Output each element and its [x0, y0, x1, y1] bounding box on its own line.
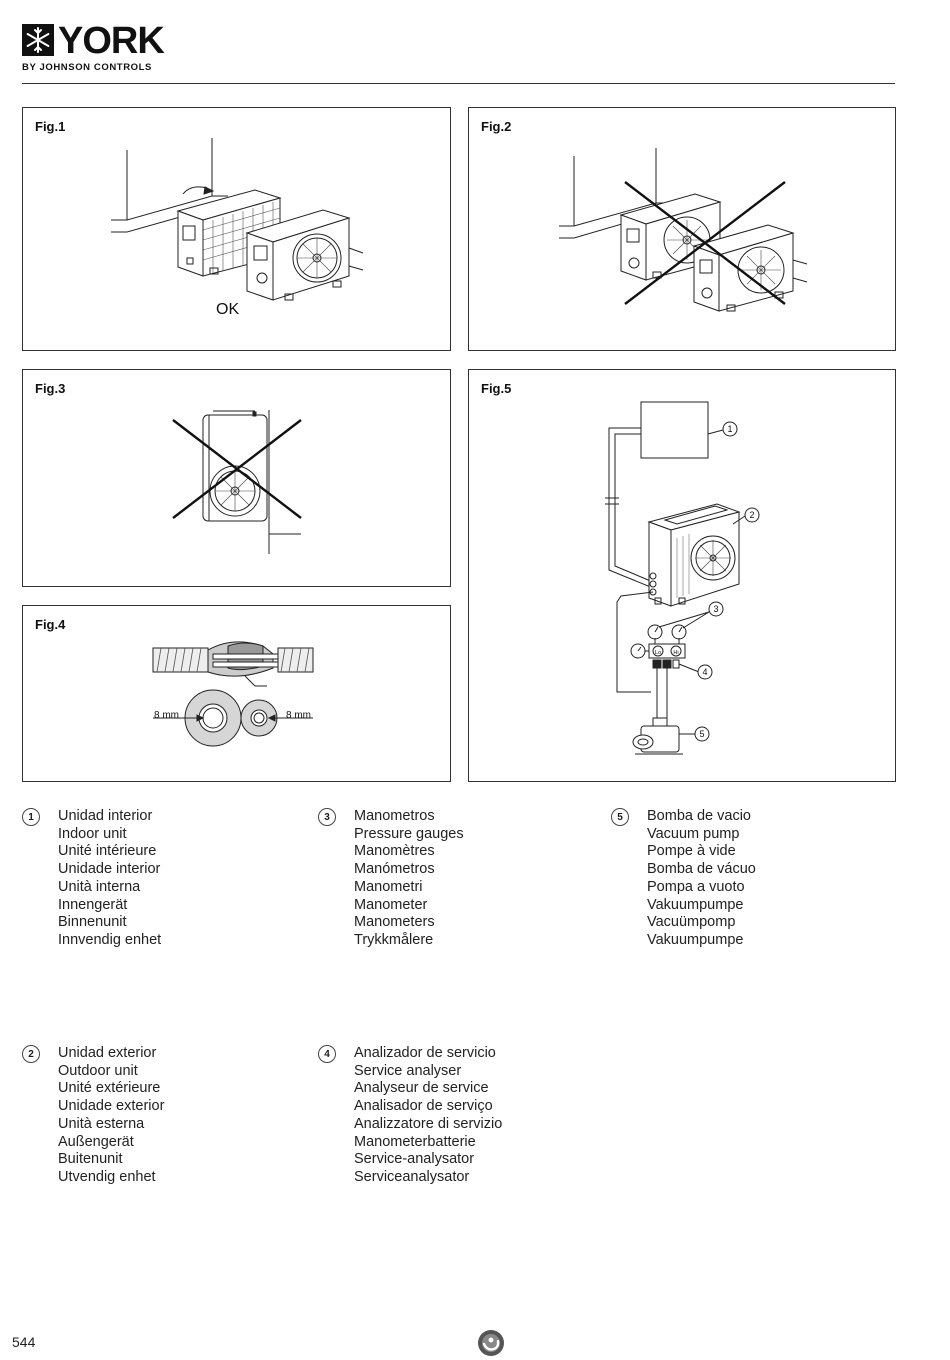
legend-item: Service-analysator — [354, 1151, 475, 1168]
fig5-callout-3: 3 — [713, 604, 718, 614]
legend-item: Unidade interior — [58, 861, 161, 878]
legend-group-4: 4 Analizador de servicio Service analyse… — [318, 1045, 578, 1187]
legend-item: Bomba de vácuo — [647, 861, 756, 878]
legend-number-1: 1 — [22, 808, 40, 826]
figure-3: Fig.3 — [22, 369, 451, 587]
fig5-gauge-hi-label: Hi — [673, 650, 678, 656]
legend-item: Pressure gauges — [354, 825, 464, 842]
figure-5-label: Fig.5 — [481, 381, 512, 396]
fig2-installation-wrong-drawing — [559, 148, 808, 312]
legend-item: Binnenunit — [58, 914, 127, 931]
legend-item: Manómetros — [354, 861, 435, 878]
legend-item: Unité intérieure — [58, 843, 157, 860]
legend-item: Indoor unit — [58, 825, 127, 842]
legend-item: Unidad interior — [58, 808, 153, 824]
york-logo: YORK BY JOHNSON CONTROLS — [22, 20, 172, 77]
fig5-manifold — [648, 643, 686, 659]
legend-item: Manometerbatterie — [354, 1133, 476, 1150]
legend-item: Unità interna — [58, 878, 141, 895]
fig3-wall-clearance-wrong-drawing — [172, 410, 302, 554]
legend-item: Vacuümpomp — [647, 914, 736, 931]
fig4-pipe-insulation-drawing: 8 mm 8 mm — [152, 641, 314, 747]
figure-2-label: Fig.2 — [481, 119, 512, 134]
legend-item: Pompe à vide — [647, 843, 736, 860]
snowflake-icon — [22, 24, 54, 56]
legend-item: Unidad exterior — [58, 1045, 157, 1061]
figure-2: Fig.2 — [468, 107, 896, 351]
legend-group-3: 3 Manometros Pressure gauges Manomètres … — [318, 808, 578, 950]
figure-4-label: Fig.4 — [35, 617, 66, 632]
brand-name: YORK — [58, 20, 165, 62]
page-number: 544 — [12, 1334, 36, 1350]
fig4-dimension-left: 8 mm — [154, 710, 179, 721]
legend-item: Innengerät — [58, 896, 128, 913]
legend-group-1: 1 Unidad interior Indoor unit Unité inté… — [22, 808, 282, 950]
legend-group-2: 2 Unidad exterior Outdoor unit Unité ext… — [22, 1045, 282, 1187]
legend-item: Bomba de vacio — [647, 808, 751, 824]
legend-item: Analyseur de service — [354, 1080, 489, 1097]
fig5-callout-2: 2 — [749, 510, 754, 520]
legend-number-2: 2 — [22, 1045, 40, 1063]
legend-item: Utvendig enhet — [58, 1168, 156, 1185]
figure-3-label: Fig.3 — [35, 381, 66, 396]
legend-item: Analizzatore di servizio — [354, 1115, 503, 1132]
legend-item: Outdoor unit — [58, 1062, 138, 1079]
figure-1: Fig.1 — [22, 107, 451, 351]
swirl-emblem-icon — [478, 1330, 504, 1356]
legend-item: Vacuum pump — [647, 825, 740, 842]
legend-item: Vakuumpumpe — [647, 896, 744, 913]
legend-number-5: 5 — [611, 808, 629, 826]
fig3-cross-mark — [172, 419, 302, 519]
legend-number-3: 3 — [318, 808, 336, 826]
legend-item: Buitenunit — [58, 1151, 123, 1168]
legend-item: Pompa a vuoto — [647, 878, 745, 895]
legend-item: Manometers — [354, 914, 435, 931]
fig5-indoor-unit — [640, 401, 709, 459]
legend-item: Unità esterna — [58, 1115, 145, 1132]
legend-item: Serviceanalysator — [354, 1168, 470, 1185]
legend-item: Analisador de serviço — [354, 1098, 493, 1115]
fig4-dimension-right: 8 mm — [286, 710, 311, 721]
brand-byline: BY JOHNSON CONTROLS — [22, 62, 152, 73]
fig5-callout-4: 4 — [702, 667, 707, 677]
legend-item: Außengerät — [58, 1133, 134, 1150]
legend-item: Trykkmålere — [354, 931, 434, 948]
legend-item: Vakuumpumpe — [647, 931, 744, 948]
legend-item: Service analyser — [354, 1062, 462, 1079]
legend-item: Manomètres — [354, 843, 435, 860]
fig1-ok-caption: OK — [216, 301, 239, 318]
legend-item: Unité extérieure — [58, 1080, 161, 1097]
legend-number-4: 4 — [318, 1045, 336, 1063]
figure-4: Fig.4 — [22, 605, 451, 782]
figure-5: Fig.5 — [468, 369, 896, 782]
fig1-installation-ok-drawing: OK — [111, 138, 364, 318]
legend-item: Innvendig enhet — [58, 931, 162, 948]
fig5-gauge-lo-label: Lo — [655, 650, 661, 656]
legend-item: Manometros — [354, 808, 435, 824]
legend-item: Manometer — [354, 896, 428, 913]
header-divider — [22, 83, 895, 84]
legend-group-5: 5 Bomba de vacio Vacuum pump Pompe à vid… — [611, 808, 871, 950]
legend-item: Unidade exterior — [58, 1098, 165, 1115]
fig5-callout-5: 5 — [699, 729, 704, 739]
fig5-vacuum-system-drawing: 1 2 3 4 5 Lo Hi — [605, 401, 760, 755]
legend-item: Analizador de servicio — [354, 1045, 496, 1061]
fig5-callout-1: 1 — [727, 424, 732, 434]
fig2-cross-mark — [624, 181, 786, 305]
figure-1-label: Fig.1 — [35, 119, 66, 134]
legend-item: Manometri — [354, 878, 423, 895]
